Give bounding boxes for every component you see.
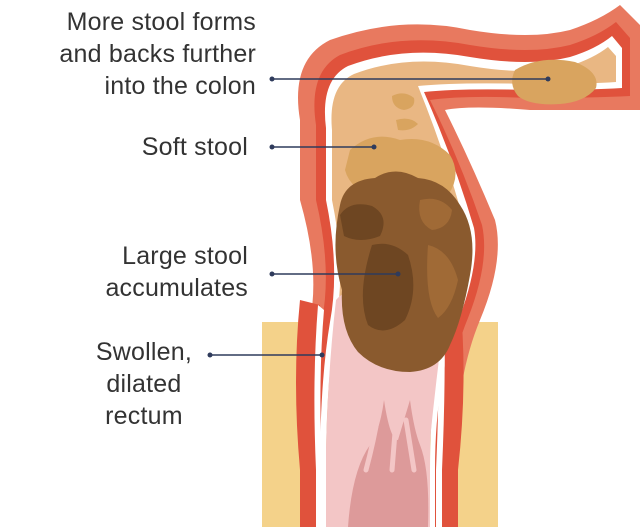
label-soft-stool: Soft stool [142, 131, 248, 163]
label-line: Large stool [105, 240, 248, 272]
label-line: Swollen, [96, 336, 192, 368]
label-line: accumulates [105, 272, 248, 304]
label-rectum: Swollen, dilated rectum [96, 336, 192, 432]
label-line: Soft stool [142, 131, 248, 163]
label-more-stool: More stool forms and backs further into … [59, 6, 256, 102]
label-line: More stool forms [59, 6, 256, 38]
label-large-stool: Large stool accumulates [105, 240, 248, 304]
label-line: into the colon [59, 70, 256, 102]
label-line: dilated [96, 368, 192, 400]
label-line: and backs further [59, 38, 256, 70]
label-line: rectum [96, 400, 192, 432]
